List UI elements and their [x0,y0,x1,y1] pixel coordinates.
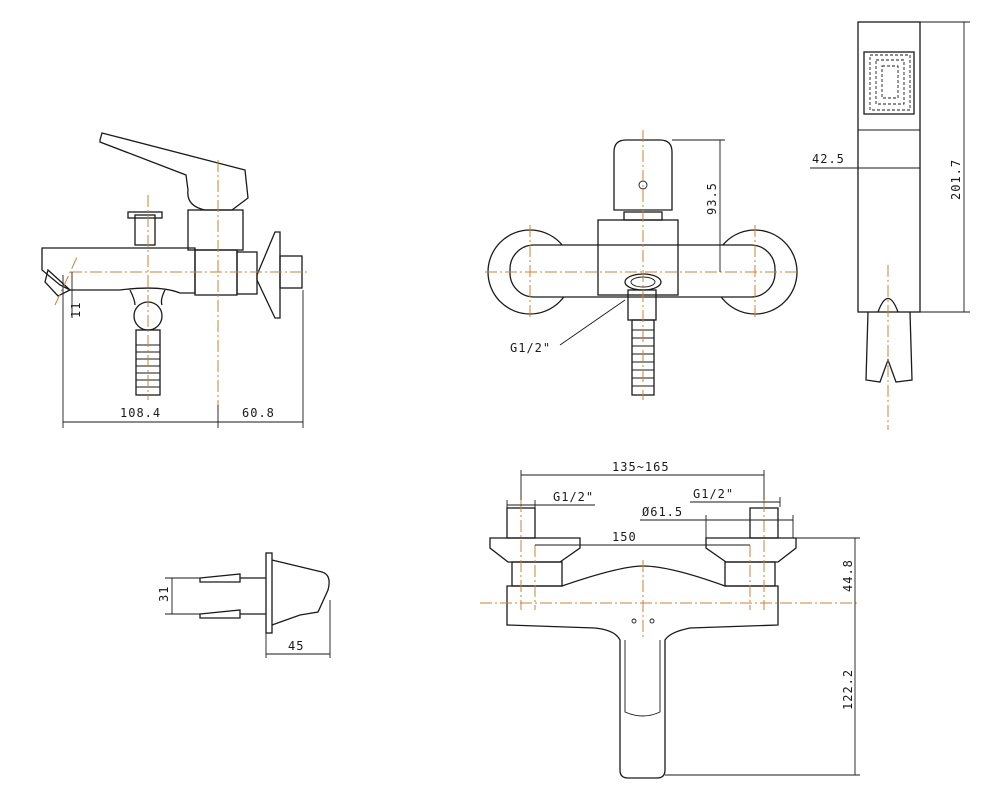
wall-bracket-view: 31 45 [157,552,331,658]
top-view: 135~165 G1/2" G1/2" Ø61.5 150 44.8 122.2 [480,460,860,779]
dim-lever-length: 122.2 [841,669,855,710]
dim-thread-right: G1/2" [693,487,734,501]
dim-lever-height: 93.5 [705,182,719,215]
dim-shower-width: 42.5 [812,152,845,166]
dim-inlet-thread: G1/2" [510,341,551,355]
side-view: 108.4 60.8 11 [41,132,310,428]
dim-bracket-hole-spacing: 31 [157,586,171,602]
dim-wall-offset: 44.8 [841,559,855,592]
dim-bracket-depth: 45 [288,639,304,653]
dim-spout-height: 11 [69,302,83,318]
dim-flange-diameter: Ø61.5 [642,505,683,519]
dim-shower-length: 201.7 [949,159,963,200]
hand-shower-view: 42.5 201.7 [810,21,970,430]
spray-nozzle-grid [869,54,911,111]
dim-centers-range: 135~165 [612,460,670,474]
front-view: 93.5 G1/2" [485,130,800,400]
dim-body-width: 150 [612,530,637,544]
dim-thread-left: G1/2" [553,490,594,504]
dim-side-spout-width: 108.4 [120,406,161,420]
dim-side-wall-width: 60.8 [242,406,275,420]
